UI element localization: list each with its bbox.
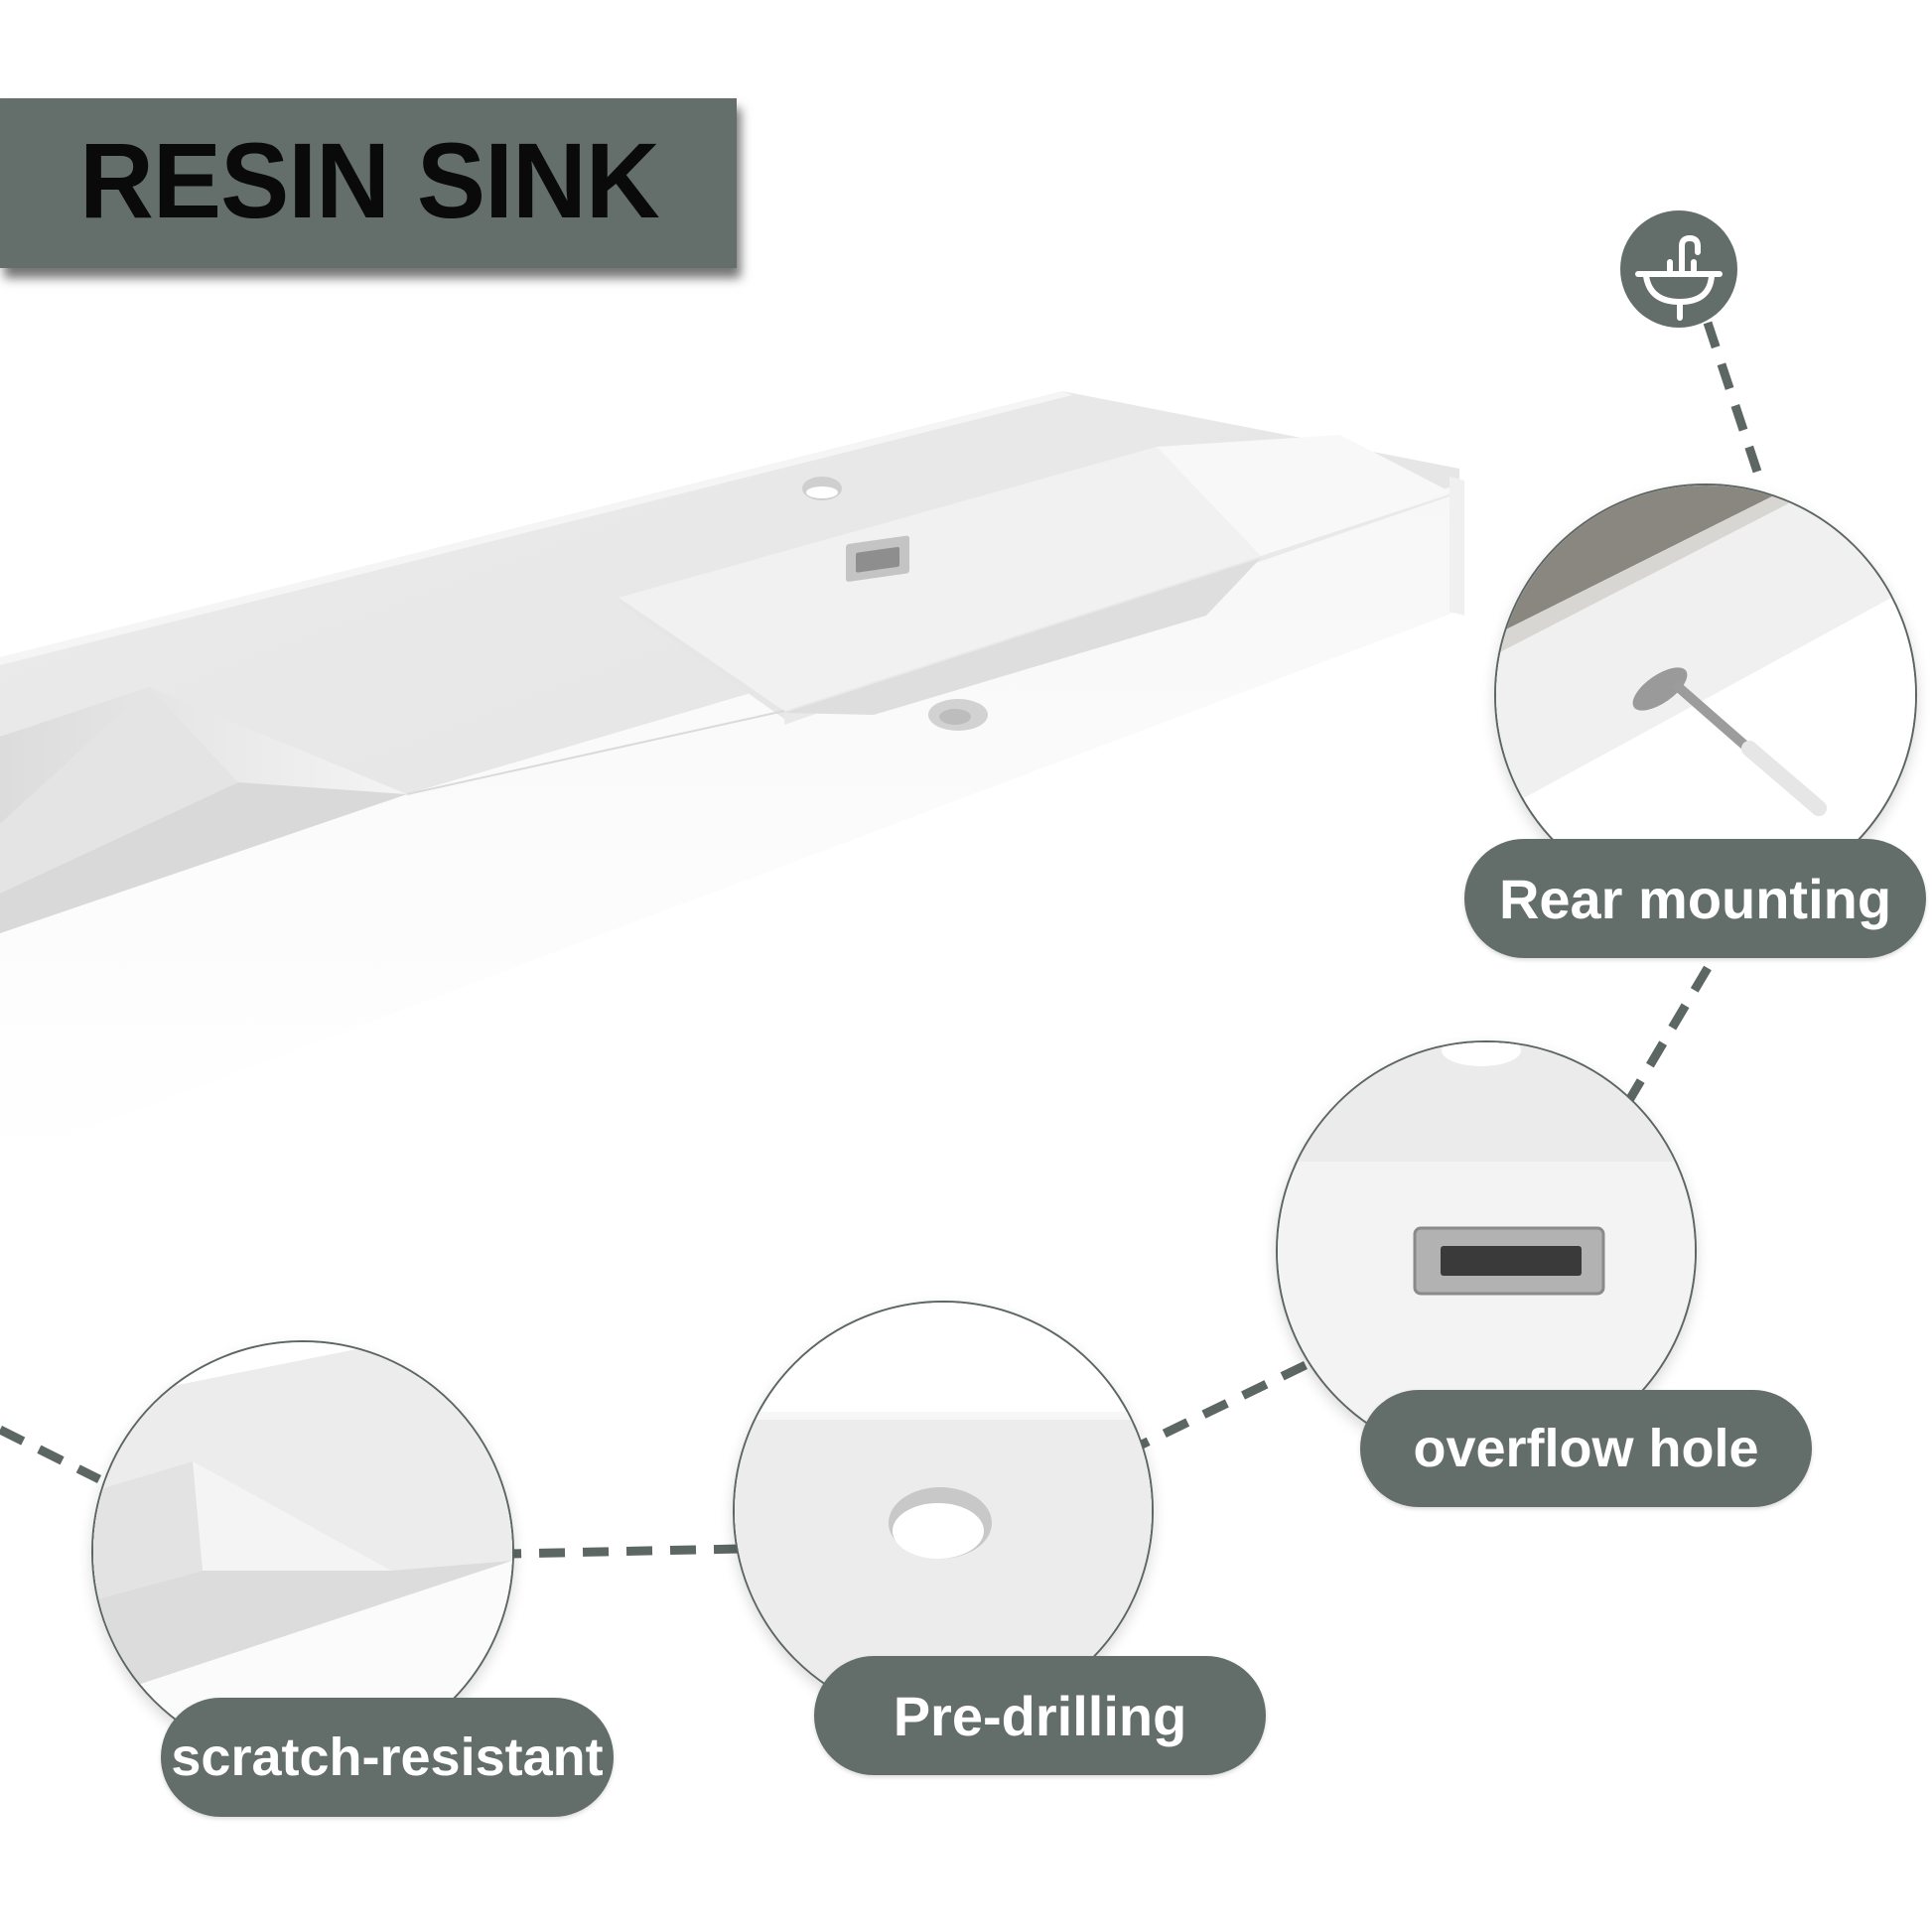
title-banner <box>0 98 737 268</box>
feature-label-scratch-resistant: scratch-resistant <box>161 1698 614 1817</box>
detail-circle-pre-drilling <box>733 1301 1154 1722</box>
product-image-resin-sink <box>0 377 1469 1191</box>
page-title: RESIN SINK <box>79 120 660 240</box>
feature-label-rear-mounting: Rear mounting <box>1464 839 1926 958</box>
feature-label-pre-drilling: Pre-drilling <box>814 1656 1266 1775</box>
detail-circle-scratch-resistant <box>91 1340 514 1763</box>
detail-circle-rear-mounting <box>1494 483 1917 906</box>
feature-label-overflow-hole: overflow hole <box>1360 1390 1812 1507</box>
sink-icon <box>1620 210 1737 328</box>
